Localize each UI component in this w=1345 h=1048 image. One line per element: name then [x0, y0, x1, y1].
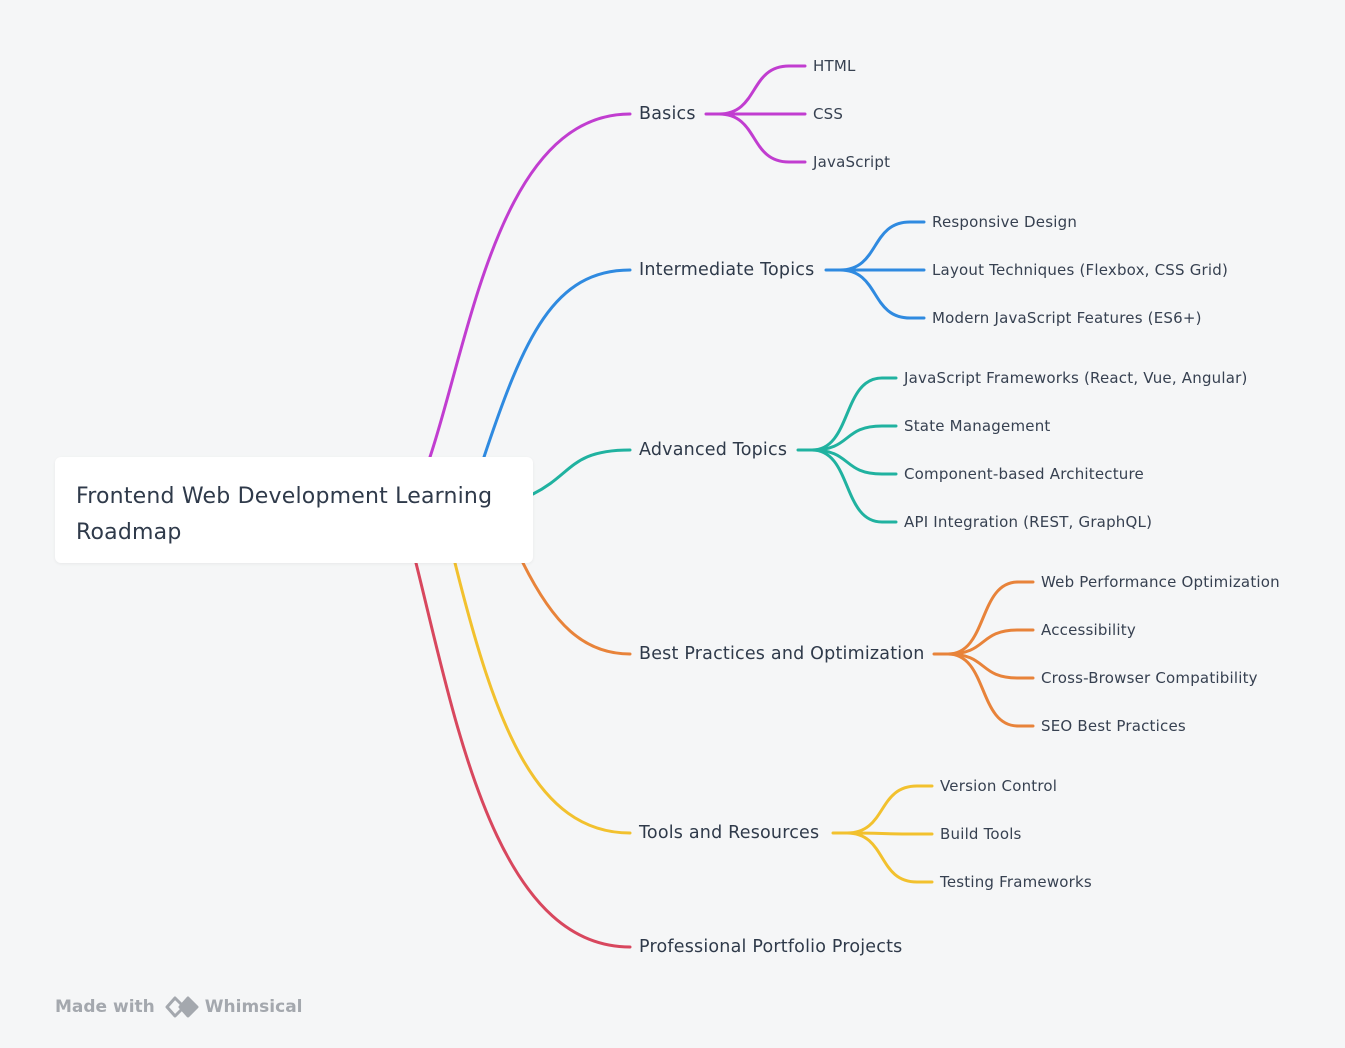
branch-connector	[428, 112, 632, 459]
leaf-connector	[838, 220, 926, 272]
leaf-node[interactable]: Responsive Design	[932, 213, 1078, 231]
leaf-connector	[838, 268, 926, 320]
root-title: Frontend Web Development Learning Roadma…	[76, 484, 493, 545]
branch-connector	[414, 561, 632, 949]
leaf-node[interactable]: HTML	[813, 57, 856, 75]
leaf-node[interactable]: JavaScript Frameworks (React, Vue, Angul…	[904, 369, 1248, 387]
leaf-connector	[946, 652, 1035, 680]
leaf-connector	[810, 448, 898, 476]
leaf-connector	[946, 628, 1035, 656]
leaf-connector	[845, 831, 934, 836]
branch-node[interactable]: Professional Portfolio Projects	[639, 937, 903, 957]
branch-connector	[531, 448, 632, 496]
leaf-connector	[845, 784, 934, 835]
leaf-connector	[717, 64, 807, 116]
leaf-node[interactable]: Layout Techniques (Flexbox, CSS Grid)	[932, 261, 1229, 279]
leaf-node[interactable]: Component-based Architecture	[904, 465, 1144, 483]
leaf-node[interactable]: Version Control	[940, 777, 1058, 795]
branch-connector	[453, 561, 632, 835]
leaf-node[interactable]: Modern JavaScript Features (ES6+)	[932, 309, 1202, 327]
leaf-node[interactable]: Web Performance Optimization	[1041, 573, 1280, 591]
leaf-node[interactable]: JavaScript	[813, 153, 891, 171]
branch-connector	[521, 561, 632, 656]
leaf-node[interactable]: API Integration (REST, GraphQL)	[904, 513, 1153, 531]
leaf-node[interactable]: State Management	[904, 417, 1051, 435]
leaf-node[interactable]: CSS	[813, 105, 844, 123]
branch-node[interactable]: Tools and Resources	[639, 823, 820, 843]
root-node[interactable]: Frontend Web Development Learning Roadma…	[55, 457, 533, 563]
leaf-node[interactable]: Cross-Browser Compatibility	[1041, 669, 1258, 687]
whimsical-brand-label: Whimsical	[204, 997, 303, 1017]
branch-connector	[482, 268, 632, 459]
leaf-node[interactable]: Accessibility	[1041, 621, 1136, 639]
leaf-node[interactable]: Testing Frameworks	[940, 873, 1092, 891]
leaf-connector	[810, 424, 898, 452]
branch-node[interactable]: Best Practices and Optimization	[639, 644, 925, 664]
branch-node[interactable]: Intermediate Topics	[639, 260, 815, 280]
made-with-label: Made with	[55, 997, 155, 1017]
branch-node[interactable]: Advanced Topics	[639, 440, 788, 460]
leaf-connector	[717, 112, 807, 164]
leaf-connector	[946, 652, 1035, 728]
whimsical-logo-icon	[163, 993, 201, 1021]
made-with-whimsical-badge[interactable]: Made with Whimsical	[55, 993, 303, 1021]
leaf-connector	[946, 580, 1035, 656]
leaf-connector	[810, 376, 898, 452]
leaf-connector	[810, 448, 898, 524]
leaf-node[interactable]: SEO Best Practices	[1041, 717, 1186, 735]
leaf-connector	[845, 831, 934, 884]
leaf-node[interactable]: Build Tools	[940, 825, 1022, 843]
branch-node[interactable]: Basics	[639, 104, 696, 124]
